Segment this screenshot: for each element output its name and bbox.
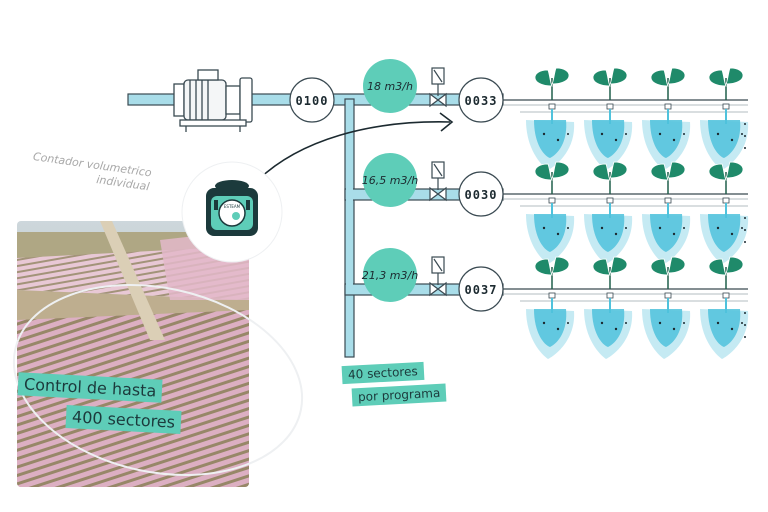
sector-counter-value: 0033 [465, 94, 498, 108]
plant-icon [592, 67, 628, 110]
water-drop-icon [584, 203, 633, 264]
plant-icon [650, 67, 686, 110]
arrow-connector [257, 121, 451, 181]
pump-icon [173, 69, 253, 132]
plant-icon [592, 256, 628, 299]
water-drop-icon [526, 109, 575, 170]
solenoid-valve-icon [429, 256, 447, 297]
water-drop-icon [642, 298, 691, 359]
plant-icon [708, 67, 744, 110]
water-drop-icon [700, 109, 749, 170]
sector-counter-value: 0037 [465, 283, 498, 297]
water-drop-icon [584, 298, 633, 359]
plant-icon [592, 161, 628, 204]
flow-value: 16,5 m3/h [362, 174, 418, 187]
sector-rows: 18 m3/h 0033 16,5 m3/h 0030 21,3 m3/h 0037 [362, 59, 749, 359]
water-drop-icon [526, 203, 575, 264]
plant-icon [650, 256, 686, 299]
sector-row: 18 m3/h 0033 [363, 59, 749, 170]
sector-counter: 0037 [458, 266, 504, 312]
volumetric-counter-device: ESTEAM [181, 161, 283, 263]
water-drop-icon [700, 203, 749, 264]
sector-counter: 0030 [458, 171, 504, 217]
sector-row: 21,3 m3/h 0037 [362, 248, 749, 359]
flow-bubble: 21,3 m3/h [362, 248, 418, 302]
plant-icon [534, 256, 570, 299]
solenoid-valve-icon [429, 161, 447, 202]
water-drop-icon [584, 109, 633, 170]
sector-counter: 0033 [458, 77, 504, 123]
water-drop-icon [700, 298, 749, 359]
plant-icon [708, 161, 744, 204]
sector-counter-value: 0030 [465, 188, 498, 202]
flow-value: 18 m3/h [367, 80, 413, 93]
flow-bubble: 16,5 m3/h [362, 153, 418, 207]
flow-value: 21,3 m3/h [362, 269, 418, 282]
water-drop-icon [642, 203, 691, 264]
plant-icon [534, 161, 570, 204]
plant-icon [650, 161, 686, 204]
arrow-head-icon [439, 112, 454, 132]
plant-icon [534, 67, 570, 110]
main-counter: 0100 [289, 77, 335, 123]
highlight-ellipse [12, 284, 304, 476]
flow-bubble: 18 m3/h [363, 59, 417, 113]
sector-row: 16,5 m3/h 0030 [362, 153, 749, 264]
device-brand: ESTEAM [224, 204, 241, 209]
orchard-photo [17, 221, 249, 487]
plant-icon [708, 256, 744, 299]
solenoid-valve-icon [429, 67, 447, 108]
main-counter-value: 0100 [296, 94, 329, 108]
water-drop-icon [642, 109, 691, 170]
water-drop-icon [526, 298, 575, 359]
